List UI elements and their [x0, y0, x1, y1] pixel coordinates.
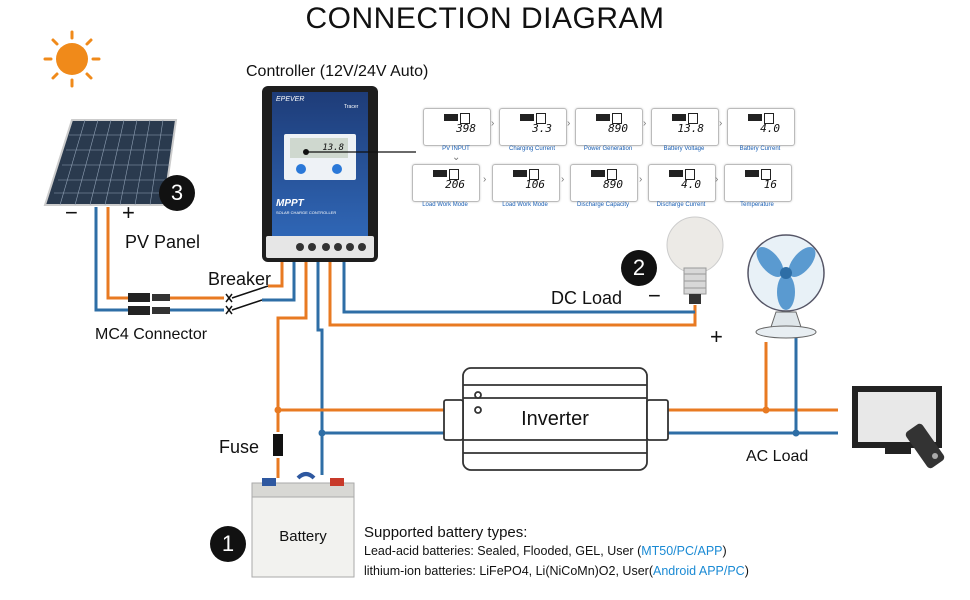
screen-value: 106: [525, 178, 545, 191]
fuse-label: Fuse: [219, 437, 260, 457]
step-number-badge: 3: [159, 175, 195, 211]
screen-caption: Load Work Mode: [502, 202, 548, 208]
terminal: [334, 243, 342, 251]
controller-subtitle: SOLAR CHARGE CONTROLLER: [276, 210, 337, 215]
lcd-screen: 13.8: [651, 108, 719, 146]
screen-caption: Battery Current: [739, 146, 781, 152]
screen-caption: Discharge Current: [656, 202, 706, 208]
screen-value: 16: [763, 178, 777, 191]
chevron-right-icon: ›: [643, 118, 647, 129]
chevron-down-icon: ⌄: [452, 152, 461, 163]
controller-menu-button[interactable]: [296, 164, 306, 174]
screen-value: 890: [608, 122, 628, 135]
inverter-icon: [443, 367, 669, 471]
screen-value: 13.8: [677, 122, 705, 135]
controller-brand: EPEVER: [276, 96, 305, 103]
chevron-right-icon: ›: [483, 174, 487, 185]
screen-value: 206: [445, 178, 465, 191]
lcd-screen: 16: [724, 164, 792, 202]
screen-caption: Power Generation: [583, 146, 633, 152]
controller-device: EPEVER Tracer 13.8 MPPT SOLAR CHARGE CON…: [262, 86, 378, 262]
lcd-screen: 4.0: [727, 108, 795, 146]
chevron-right-icon: ›: [561, 174, 565, 185]
lcd-screen: 398: [423, 108, 491, 146]
chevron-right-icon: ›: [715, 174, 719, 185]
lcd-screen: 890: [570, 164, 638, 202]
controller-mppt-label: MPPT: [276, 198, 304, 209]
lead-acid-line: Lead-acid batteries: Sealed, Flooded, GE…: [364, 544, 727, 558]
terminal: [358, 243, 366, 251]
lead-acid-tools-link: MT50/PC/APP: [641, 544, 723, 558]
dc-plus-label: +: [710, 324, 723, 349]
controller-enter-button[interactable]: [332, 164, 342, 174]
lithium-suffix: ): [744, 564, 749, 578]
terminal: [322, 243, 330, 251]
pv-minus-label: −: [65, 200, 78, 225]
screen-caption: PV INPUT: [442, 146, 470, 152]
lithium-tools-link: Android APP/PC: [652, 564, 745, 578]
battery-types-title: Supported battery types:: [364, 524, 528, 541]
inverter-label: Inverter: [521, 408, 589, 430]
screen-value: 3.3: [532, 122, 552, 135]
lead-acid-suffix: ): [722, 544, 727, 558]
fan-icon: [747, 234, 825, 339]
terminal: [308, 243, 316, 251]
diagram-title: CONNECTION DIAGRAM: [305, 2, 665, 35]
dc-minus-label: −: [648, 283, 661, 308]
screen-value: 398: [456, 122, 476, 135]
breaker-icon: [225, 285, 269, 315]
chevron-right-icon: ›: [719, 118, 723, 129]
solar-panel-icon: [43, 119, 178, 206]
lithium-line: lithium-ion batteries: LiFePO4, Li(NiCoM…: [364, 564, 749, 578]
mc4-connector-icon: [128, 293, 170, 315]
ac-load-label: AC Load: [746, 448, 809, 465]
lcd-screen: 206: [412, 164, 480, 202]
controller-model: Tracer: [344, 104, 359, 110]
dc-load-label: DC Load: [551, 288, 623, 308]
lithium-text: lithium-ion batteries: LiFePO4, Li(NiCoM…: [364, 564, 653, 578]
step-number-badge: 2: [621, 250, 657, 286]
lcd-screen: 890: [575, 108, 643, 146]
lcd-screen: 3.3: [499, 108, 567, 146]
screen-value: 890: [603, 178, 623, 191]
pv-plus-label: +: [122, 200, 135, 225]
battery-label: Battery: [279, 528, 327, 545]
step-number-badge: 1: [210, 526, 246, 562]
lcd-screen: 4.0: [648, 164, 716, 202]
screen-value: 4.0: [760, 122, 780, 135]
battery-icon: [251, 472, 355, 578]
light-bulb-icon: [666, 216, 724, 304]
controller-terminal-block: [266, 236, 374, 258]
chevron-right-icon: ›: [639, 174, 643, 185]
pointer-line: [303, 149, 416, 155]
screen-value: 4.0: [681, 178, 701, 191]
screen-caption: Battery Voltage: [663, 146, 705, 152]
tv-icon: [852, 386, 945, 469]
terminal: [346, 243, 354, 251]
lead-acid-text: Lead-acid batteries: Sealed, Flooded, GE…: [364, 544, 642, 558]
screen-caption: Charging Current: [508, 146, 556, 152]
chevron-right-icon: ›: [491, 118, 495, 129]
lcd-screen: 106: [492, 164, 560, 202]
fuse-icon: [273, 434, 283, 456]
pv-panel-label: PV Panel: [125, 232, 201, 252]
controller-label: Controller (12V/24V Auto): [246, 63, 429, 80]
chevron-right-icon: ›: [567, 118, 571, 129]
screen-caption: Load Work Mode: [422, 202, 468, 208]
terminal: [296, 243, 304, 251]
sun-icon: [43, 30, 101, 88]
screen-caption: Discharge Capacity: [576, 202, 630, 208]
breaker-label: Breaker: [208, 269, 272, 289]
screen-caption: Temperature: [740, 202, 774, 208]
mc4-connector-label: MC4 Connector: [95, 326, 208, 343]
